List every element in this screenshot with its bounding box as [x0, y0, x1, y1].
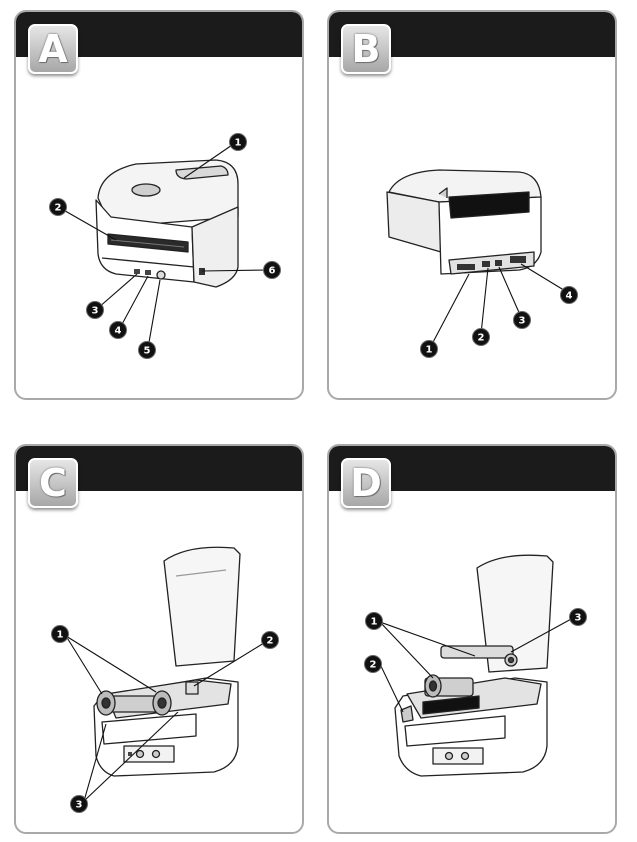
printer-open-ribbon-illustration: 1 2 3	[51, 546, 279, 813]
svg-text:3: 3	[76, 800, 83, 811]
callout-5: 5	[138, 341, 156, 359]
callout-2: 2	[49, 198, 67, 216]
svg-text:3: 3	[575, 613, 582, 624]
svg-text:1: 1	[57, 630, 64, 641]
callout-2: 2	[364, 655, 382, 673]
callout-2: 2	[472, 328, 490, 346]
callout-3: 3	[86, 301, 104, 319]
panel-c: C	[14, 444, 304, 834]
callout-3: 3	[513, 311, 531, 329]
svg-text:1: 1	[371, 617, 378, 628]
svg-text:2: 2	[370, 660, 377, 671]
svg-text:6: 6	[269, 266, 276, 277]
svg-text:2: 2	[55, 203, 62, 214]
svg-text:5: 5	[144, 346, 151, 357]
panel-letter-badge: A	[28, 24, 78, 74]
panel-letter-badge: D	[341, 458, 391, 508]
callout-1: 1	[51, 625, 69, 643]
callout-3: 3	[569, 608, 587, 626]
svg-text:4: 4	[566, 291, 573, 302]
printer-front-illustration: 1 2 3 4 5 6	[49, 133, 281, 359]
panel-letter-badge: B	[341, 24, 391, 74]
svg-text:2: 2	[478, 333, 485, 344]
svg-text:1: 1	[426, 345, 433, 356]
callout-1: 1	[229, 133, 247, 151]
callout-1: 1	[420, 340, 438, 358]
panel-a: A	[14, 10, 304, 400]
svg-text:4: 4	[115, 326, 122, 337]
printer-open-media-illustration: 1 2 3	[364, 554, 587, 777]
callout-2: 2	[261, 631, 279, 649]
callout-4: 4	[109, 321, 127, 339]
callout-6: 6	[263, 261, 281, 279]
svg-text:1: 1	[235, 138, 242, 149]
callout-3: 3	[70, 795, 88, 813]
printer-rear-illustration: 1 2 3 4	[386, 169, 578, 358]
svg-text:3: 3	[519, 316, 526, 327]
panel-b: B 1	[327, 10, 617, 400]
panel-letter-badge: C	[28, 458, 78, 508]
callout-4: 4	[560, 286, 578, 304]
callout-1: 1	[365, 612, 383, 630]
svg-text:2: 2	[267, 636, 274, 647]
svg-text:3: 3	[92, 306, 99, 317]
panel-d: D	[327, 444, 617, 834]
